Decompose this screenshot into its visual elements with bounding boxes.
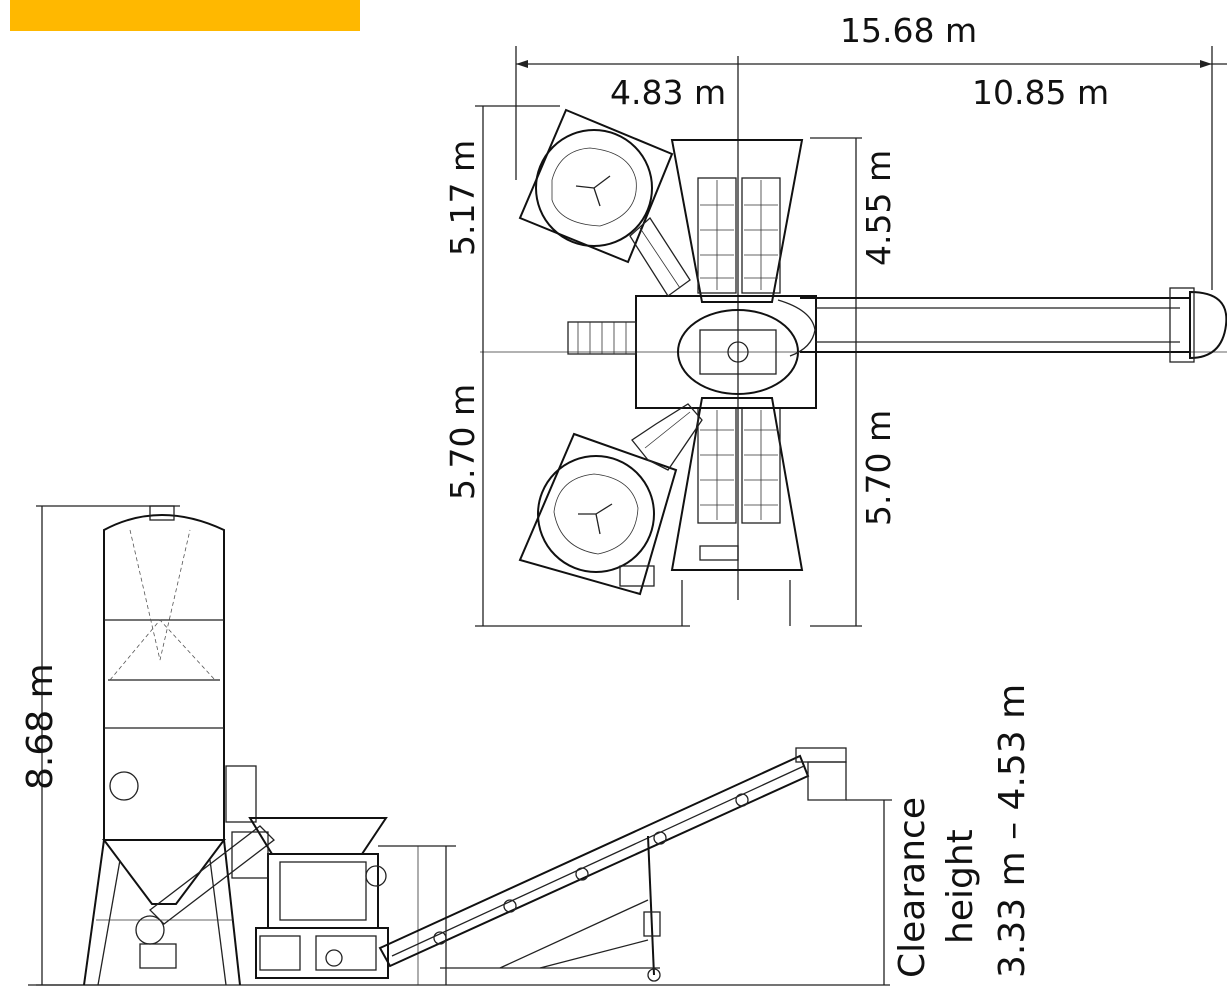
- upper-left-width-label: 5.17 m: [443, 140, 482, 256]
- brand-banner: [10, 0, 360, 31]
- upper-right-width-label: 4.55 m: [859, 150, 898, 266]
- lower-left-width-label: 5.70 m: [443, 384, 482, 500]
- left-length-label: 4.83 m: [610, 73, 726, 112]
- clearance-label-line1: Clearance: [892, 797, 933, 978]
- side-view: 8.68 m Clearance height 3.33 m – 4.53 m: [20, 505, 1033, 986]
- top-view: 15.68 m 4.83 m 10.85 m 5.17 m 5.70 m 4.5…: [443, 11, 1227, 627]
- clearance-range-label: 3.33 m – 4.53 m: [992, 684, 1033, 978]
- right-length-label: 10.85 m: [972, 73, 1109, 112]
- lower-right-width-label: 5.70 m: [859, 410, 898, 526]
- silo-height-label: 8.68 m: [20, 663, 61, 790]
- total-length-label: 15.68 m: [840, 11, 977, 50]
- clearance-label-line2: height: [940, 829, 981, 944]
